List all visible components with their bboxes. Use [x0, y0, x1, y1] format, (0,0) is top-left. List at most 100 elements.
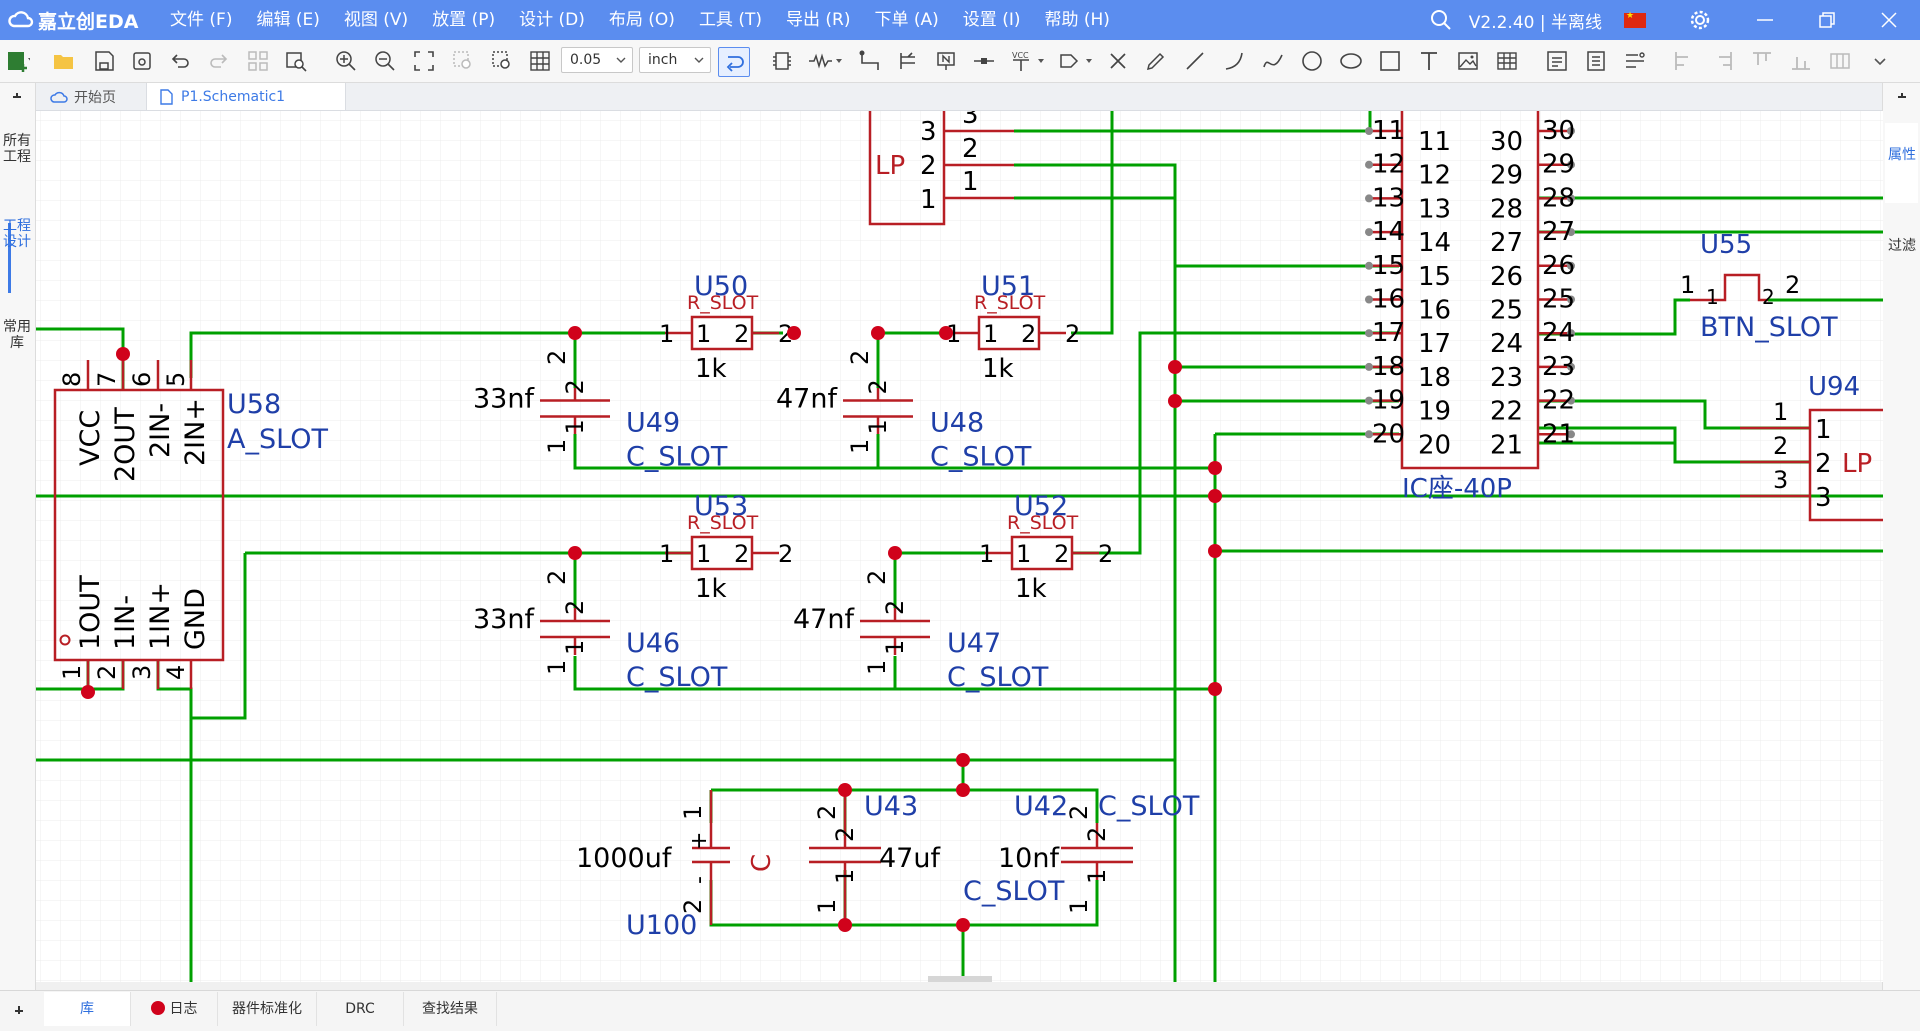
menu-place[interactable]: 放置 (P)	[432, 10, 496, 30]
text-tool-icon[interactable]	[1417, 49, 1441, 73]
menu-settings[interactable]: 设置 (I)	[962, 10, 1021, 30]
tab-filter[interactable]: 过滤	[1888, 238, 1916, 254]
tab-home[interactable]: 开始页	[50, 83, 116, 110]
u55-button[interactable]: U55 1 1 2 2 BTN_SLOT	[1680, 230, 1838, 343]
circle-tool-icon[interactable]	[1300, 49, 1324, 73]
pin-panel-icon[interactable]	[10, 89, 24, 108]
tab-schematic[interactable]: P1.Schematic1	[146, 83, 346, 110]
app-logo[interactable]: 嘉立创EDA	[0, 7, 158, 34]
find-icon[interactable]	[284, 49, 308, 73]
menu-layout[interactable]: 布局 (O)	[608, 10, 675, 30]
menu-edit[interactable]: 编辑 (E)	[256, 10, 320, 30]
menu-view[interactable]: 视图 (V)	[343, 10, 409, 30]
u100-capacitor[interactable]: 1 2 + - C 1000uf U100	[576, 790, 777, 941]
menu-design[interactable]: 设计 (D)	[519, 10, 585, 30]
pin-right-panel-icon[interactable]	[1895, 89, 1909, 108]
gnd-tool-icon[interactable]	[1058, 49, 1094, 73]
open-folder-icon[interactable]	[52, 49, 76, 73]
more-tools-chevron-icon[interactable]	[1868, 49, 1892, 73]
tab-library[interactable]: 库	[44, 992, 131, 1026]
tab-project-design[interactable]: 工程设计	[3, 218, 31, 250]
bus-tool-icon[interactable]	[896, 49, 920, 73]
menu-order[interactable]: 下单 (A)	[874, 10, 939, 30]
language-flag-icon[interactable]	[1624, 11, 1646, 28]
zoom-in-icon[interactable]	[334, 49, 358, 73]
undo-icon[interactable]	[168, 49, 192, 73]
resistor-tool-icon[interactable]	[808, 49, 844, 73]
arc-tool-icon[interactable]	[1222, 49, 1246, 73]
junction-dot	[1168, 360, 1182, 374]
ic-left-pin-number: 17	[1372, 318, 1405, 348]
pen-tool-icon[interactable]	[1144, 49, 1168, 73]
menu-tools[interactable]: 工具 (T)	[698, 10, 762, 30]
table-tool-icon[interactable]	[1495, 49, 1519, 73]
tab-home-label: 开始页	[74, 89, 116, 106]
junction-dot	[1208, 682, 1222, 696]
snap-toggle-icon[interactable]	[718, 47, 750, 77]
menu-file[interactable]: 文件 (F)	[170, 10, 233, 30]
ic-right-pin-name: 28	[1490, 194, 1523, 224]
pin-bottom-panel-icon[interactable]	[12, 1003, 26, 1022]
close-button[interactable]	[1858, 0, 1920, 40]
u43-capacitor[interactable]: 2 2 1 1 U43 47uf	[809, 790, 941, 925]
unit-select[interactable]: inch	[639, 47, 711, 73]
fit-view-icon[interactable]	[412, 49, 436, 73]
component-icon[interactable]	[770, 49, 794, 73]
minimize-button[interactable]	[1734, 0, 1796, 40]
zoom-out-icon[interactable]	[373, 49, 397, 73]
zoom-area-icon[interactable]	[490, 49, 514, 73]
restore-button[interactable]	[1796, 0, 1858, 40]
grid-layout-icon	[246, 49, 270, 73]
new-file-icon[interactable]	[6, 49, 30, 73]
ellipse-tool-icon[interactable]	[1339, 49, 1363, 73]
grid-icon[interactable]	[528, 49, 552, 73]
capacitor-value: 47nf	[793, 604, 855, 635]
netlist-icon[interactable]	[1584, 49, 1608, 73]
resistor-pin1-outer: 1	[946, 320, 961, 348]
gear-icon[interactable]	[1680, 0, 1720, 40]
save-all-icon[interactable]	[130, 49, 154, 73]
u42-capacitor[interactable]: 2 2 1 1 U42 C_SLOT 10nf C_SLOT	[963, 791, 1200, 914]
line-tool-icon[interactable]	[1183, 49, 1207, 73]
tab-all-projects[interactable]: 所有工程	[3, 133, 31, 165]
tab-standardize[interactable]: 器件标准化	[218, 992, 317, 1026]
menu-export[interactable]: 导出 (R)	[786, 10, 851, 30]
u58-opamp[interactable]: 8 7 6 5 VCC 2OUT 2IN- 2IN+ 1OUT 1IN- 1IN…	[53, 360, 328, 689]
save-icon[interactable]	[92, 49, 116, 73]
vcc-tool-icon[interactable]: VCC	[1010, 49, 1046, 73]
grid-size-select[interactable]: 0.05	[561, 47, 633, 73]
u100-value: 1000uf	[576, 843, 673, 874]
resistor-value: 1k	[695, 574, 727, 604]
rectangle-tool-icon[interactable]	[1378, 49, 1402, 73]
menu-help[interactable]: 帮助 (H)	[1044, 10, 1110, 30]
lp-connector-top[interactable]: LP 3 2 1 3 2 1	[868, 111, 1014, 226]
net-port-icon[interactable]	[972, 49, 996, 73]
wire-tool-icon[interactable]	[858, 49, 882, 73]
annotate-icon[interactable]	[1545, 49, 1569, 73]
u94-connector[interactable]: U94 1 2 3 1 2 3 LP	[1740, 372, 1883, 522]
tab-log[interactable]: 日志	[131, 992, 218, 1026]
horizontal-scroll-handle[interactable]	[928, 976, 992, 982]
ic-right-pin-name: 27	[1490, 228, 1523, 258]
tab-drc[interactable]: DRC	[317, 992, 404, 1026]
tab-find-results[interactable]: 查找结果	[404, 992, 497, 1026]
tab-properties[interactable]: 属性	[1888, 147, 1916, 163]
image-tool-icon[interactable]	[1456, 49, 1480, 73]
no-connect-icon[interactable]	[1106, 49, 1130, 73]
search-icon[interactable]	[1421, 0, 1461, 40]
bezier-tool-icon[interactable]	[1261, 49, 1285, 73]
ic-left-pin-number: 20	[1372, 419, 1405, 449]
bom-icon[interactable]	[1623, 49, 1647, 73]
tab-common-library[interactable]: 常用库	[3, 319, 31, 351]
net-label-icon[interactable]	[934, 49, 958, 73]
